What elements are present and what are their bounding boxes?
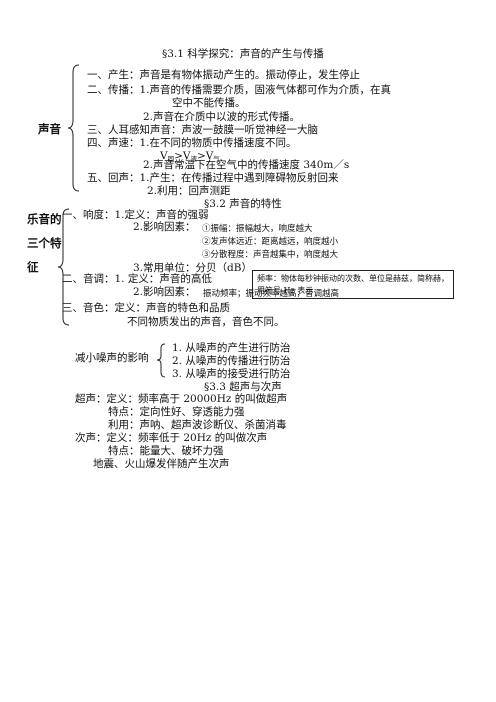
infrasound-sources: 地震、火山爆发伴随产生次声 <box>93 458 230 470</box>
music-label-3: 征 <box>27 260 39 274</box>
ultrasound-features: 特点：定向性好、穿透能力强 <box>108 406 245 418</box>
s2-factor-concentration: ③分散程度：声音越集中，响度越大 <box>202 250 339 260</box>
frequency-note-box: 频率：物体每秒钟振动的次数、单位是赫兹，简称赫，用符号 Hz 表示 <box>252 270 454 299</box>
music-label-1: 乐音的 <box>27 212 62 226</box>
s2-factor-distance: ②发声体远近：距离越远，响度越小 <box>202 237 339 247</box>
s1-line-air-speed: 2.声音常温下在空气中的传播速度 340m／s <box>143 159 350 171</box>
s2-factors: 2.影响因素： <box>133 221 196 233</box>
s1-line-echo: 五、回声：1.产生：在传播过程中遇到障碍物反射回来 <box>87 172 339 184</box>
s1-line-wave: 2.声音在介质中以波的形式传播。 <box>143 111 301 123</box>
section-title-3-3: §3.3 超声与次声 <box>204 381 282 393</box>
s2-factor-amplitude: ①振幅：振幅越大，响度越大 <box>202 224 313 234</box>
brace-sound <box>67 64 80 192</box>
noise-label: 减小噪声的影响 <box>75 352 149 364</box>
section-title-3-2: §3.2 声音的特性 <box>204 198 282 210</box>
s1-line-produce: 一、产生：声音是有物体振动产生的。振动停止，发生停止 <box>87 69 360 81</box>
ultrasound-uses: 利用：声呐、超声波诊断仪、杀菌消毒 <box>108 419 287 431</box>
s1-line-ear: 三、人耳感知声音：声波一鼓膜一听觉神经一大脑 <box>87 124 318 136</box>
ultrasound-definition: 超声：定义：频率高于 20000Hz 的叫做超声 <box>75 393 288 405</box>
s2-unit: 3.常用单位：分贝（dB） <box>133 262 252 274</box>
noise-item-receiver: 3. 从噪声的接受进行防治 <box>172 368 291 380</box>
noise-item-source: 1. 从噪声的产生进行防治 <box>172 342 291 354</box>
s1-line-propagate: 二、传播：1.声音的传播需要介质，固液气体都可作为介质，在真 <box>87 84 392 96</box>
s2-pitch: 二、音调：1. 定义：声音的高低 <box>62 273 212 285</box>
s2-loudness: 一、响度：1.定义：声音的强弱 <box>62 209 209 221</box>
s1-speed-compare: V固>V液>V气 <box>160 150 220 163</box>
s1-line-echo-use: 2.利用：回声测距 <box>147 185 231 197</box>
s2-pitch-factors: 2.影响因素： <box>133 286 196 298</box>
brace-noise <box>156 343 166 378</box>
noise-item-path: 2. 从噪声的传播进行防治 <box>172 355 291 367</box>
s2-pitch-frequency: 振动频率；振动频率越高，音调越高 <box>203 289 340 299</box>
music-label-2: 三个特 <box>27 236 62 250</box>
s2-timbre: 三、音色：定义：声音的特色和品质 <box>62 302 230 314</box>
sound-label: 声音 <box>38 122 61 136</box>
brace-music <box>57 208 70 326</box>
s1-line-vacuum: 空中不能传播。 <box>172 97 246 109</box>
section-title-3-1: §3.1 科学探究：声音的产生与传播 <box>162 48 324 60</box>
infrasound-definition: 次声：定义：频率低于 20Hz 的叫做次声 <box>75 432 268 444</box>
infrasound-features: 特点：能量大、破坏力强 <box>108 445 224 457</box>
s2-timbre-note: 不同物质发出的声音，音色不同。 <box>127 316 285 328</box>
s1-line-speed: 四、声速：1.在不同的物质中传播速度不同。 <box>87 137 297 149</box>
